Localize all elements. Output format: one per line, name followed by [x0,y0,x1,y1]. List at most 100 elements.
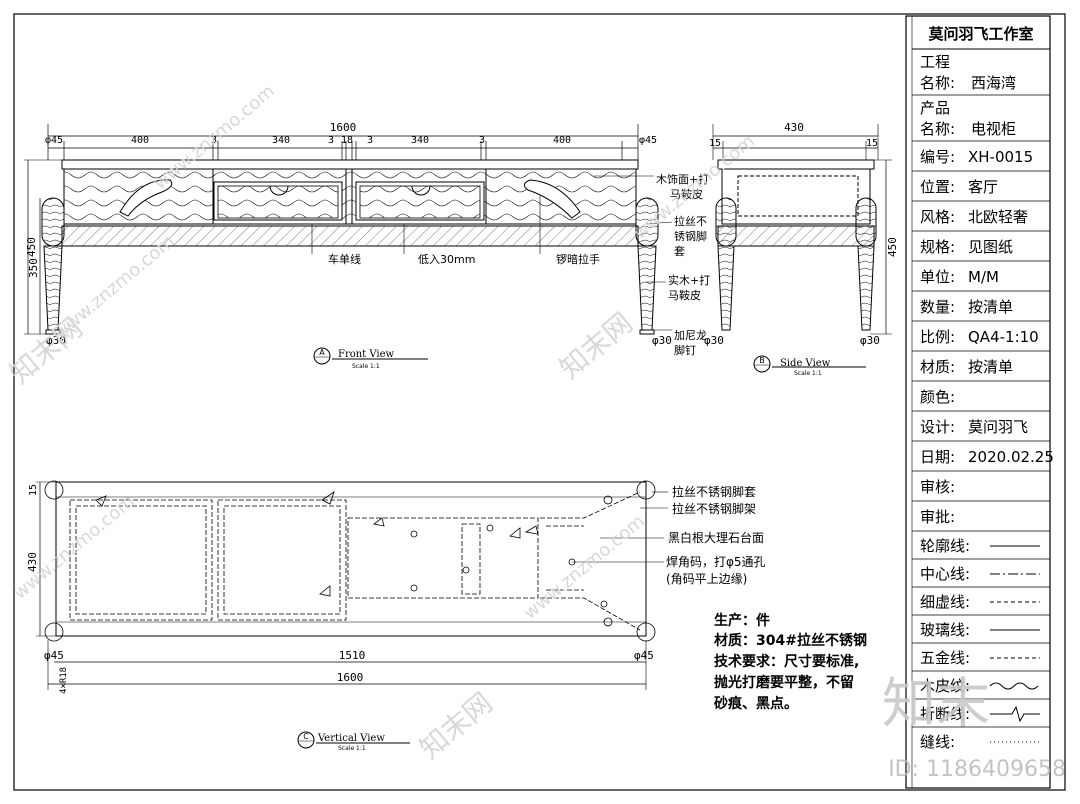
front-leg-left [41,197,65,335]
tb-label: 数量: [920,298,955,316]
front-dim-segment: φ45 [639,135,657,146]
tb-label: 产品 [920,99,950,117]
svg-text:焊角码，打φ5通孔: 焊角码，打φ5通孔 [666,554,766,569]
front-dim-segment: 400 [553,135,571,146]
svg-text:www.znzmo.com: www.znzmo.com [520,511,649,624]
svg-text:马鞍皮: 马鞍皮 [668,288,701,302]
svg-text:锈钢脚: 锈钢脚 [674,229,707,243]
svg-text:知末网: 知末网 [413,686,499,765]
front-height-350: 350 [27,258,40,278]
front-leg-dia-right: φ30 [652,334,672,347]
watermark-id: ID: 1186409658 [888,757,1066,782]
legend-label: 折断线: [920,705,970,723]
svg-text:Scale 1:1: Scale 1:1 [352,363,380,370]
front-dim-segment: 340 [272,135,290,146]
plan-view: 430 15 1510 1600 φ45 φ45 4×R18 拉丝不锈钢脚套 拉… [26,480,766,752]
tb-value: 客厅 [968,178,998,196]
tb-value: 按清单 [968,358,1013,376]
legend-sample-wave [989,682,1039,690]
svg-text:15: 15 [709,138,721,149]
tb-value: M/M [968,268,999,286]
svg-text:脚钉: 脚钉 [674,343,696,357]
legend-label: 中心线: [920,565,970,583]
front-view-title: Front View [338,349,395,360]
front-dim-segment: 3 [328,135,334,146]
svg-text:黑白根大理石台面: 黑白根大理石台面 [668,530,764,545]
svg-text:(角码平上边缘): (角码平上边缘) [666,572,747,586]
tb-value: 电视柜 [971,120,1016,138]
legend-label: 木皮纹: [920,677,970,695]
tb-value: 北欧轻奢 [968,208,1028,226]
svg-text:木饰面+打: 木饰面+打 [656,172,709,186]
tb-label: 名称: [920,74,955,92]
svg-text:加尼龙: 加尼龙 [674,329,707,342]
front-dim-segment: 3 [211,135,217,146]
legend-label: 五金线: [920,649,970,667]
front-dim-total: 1600 [330,121,357,134]
svg-text:φ30: φ30 [860,334,880,347]
legend-label: 细虚线: [920,593,970,611]
svg-text:马鞍皮: 马鞍皮 [670,187,703,201]
tb-label: 日期: [920,448,955,466]
svg-text:套: 套 [674,245,685,258]
side-view: 430 15 15 450 φ30 φ30 B Side View Scale … [704,121,899,377]
svg-text:材质：304#拉丝不锈钢: 材质：304#拉丝不锈钢 [714,632,867,649]
tb-value: 西海湾 [971,74,1016,92]
plan-view-title: Vertical View [317,733,385,744]
front-view: 1600 φ45 400 3 340 3 18 3 340 3 400 φ45 [24,121,710,370]
front-leg-right [635,197,659,335]
svg-text:B: B [759,356,765,365]
tb-value: 见图纸 [968,238,1013,256]
plan-dim-total: 1600 [337,671,364,684]
tb-value: XH-0015 [968,148,1033,166]
tb-value: 2020.02.25 [968,448,1054,466]
front-dim-segment: 18 [341,135,353,146]
sheet-border [13,13,1066,791]
svg-text:15: 15 [866,138,878,149]
title-block: 莫问羽飞工作室 工程名称:西海湾产品名称:电视柜编号:XH-0015位置:客厅风… [905,15,1054,789]
svg-text:4×R18: 4×R18 [59,667,69,694]
front-dim-segment: 3 [367,135,373,146]
front-dim-segment: φ45 [45,135,63,146]
front-dim-segment: 3 [479,135,485,146]
side-view-title: Side View [780,358,831,369]
svg-text:www.znzmo.com: www.znzmo.com [10,491,139,604]
tb-value: 按清单 [968,298,1013,316]
plan-dim-inner: 1510 [339,649,366,662]
tb-label: 审批: [920,508,955,526]
svg-text:抛光打磨要平整，不留: 抛光打磨要平整，不留 [714,674,854,691]
legend-label: 轮廓线: [920,537,970,555]
svg-text:φ45: φ45 [44,649,64,662]
svg-text:拉丝不: 拉丝不 [674,214,707,228]
svg-text:技术要求：尺寸要标准,: 技术要求：尺寸要标准, [714,653,859,670]
tb-label: 编号: [920,148,955,166]
svg-text:拉丝不锈钢脚套: 拉丝不锈钢脚套 [672,484,756,499]
label-recess: 低入30mm [418,253,475,266]
svg-text:A: A [319,348,325,357]
svg-text:C: C [303,732,309,741]
tb-label: 风格: [920,208,955,226]
svg-text:15: 15 [28,484,39,496]
tb-label: 规格: [920,238,955,256]
legend-label: 缝线: [920,733,955,751]
label-sew-line: 车单线 [328,252,361,266]
tb-label: 材质: [920,358,955,376]
svg-text:知末网: 知末网 [553,306,639,385]
tb-label: 设计: [920,418,955,436]
watermark-logo: 知末 [882,672,990,735]
tb-label: 工程 [920,53,950,71]
legend-sample-break [990,705,1040,723]
tb-value: QA4-1:10 [968,328,1039,346]
plan-depth: 430 [26,552,39,572]
front-dim-segment: 340 [411,135,429,146]
front-height-450: 450 [25,237,38,257]
tb-label: 比例: [920,328,955,346]
legend-label: 玻璃线: [920,621,970,639]
tb-label: 单位: [920,268,955,286]
front-dim-segment: 400 [131,135,149,146]
svg-text:生产：件: 生产：件 [714,612,770,629]
tb-label: 位置: [920,178,955,196]
label-handle: 锣暗拉手 [556,252,600,266]
side-height: 450 [886,237,899,257]
